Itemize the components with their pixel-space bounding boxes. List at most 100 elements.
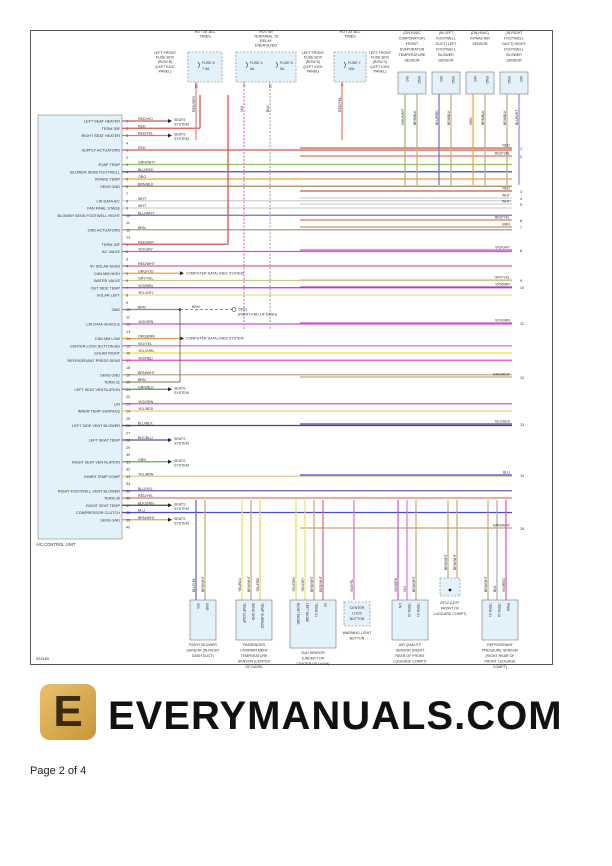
wire-label: GRN [138, 458, 146, 462]
bottom-wire-label: BRN/WHT [453, 554, 457, 570]
top-sensor-label: (IN LEFT [439, 31, 454, 35]
wire-label: RED/YEL [138, 494, 153, 498]
top-sensor-box [499, 71, 529, 95]
bottom-wire-label: VIO/GRN [394, 577, 398, 592]
pin-number: 9 [126, 301, 128, 305]
right-connector-number: 11 [520, 322, 524, 326]
top-sensor-label: FOOTWELL [504, 48, 524, 52]
pin-label: EVAP TEMP [99, 163, 121, 167]
component-pin-label: TEMP COMP [242, 603, 246, 624]
right-connector-number: 10 [520, 286, 524, 290]
bottom-wire-label: VIO/YEL [350, 579, 354, 592]
pin-number: 15 [126, 344, 130, 348]
sensor-pin-label: SIG [405, 76, 409, 82]
arrow-icon [168, 517, 172, 522]
pin-label: BLOWER SENS FOOTWELL [70, 170, 120, 174]
data-lines-label: COMPUTER DATA LINES SYSTEM [186, 337, 244, 341]
top-sensor-label: FOOTWELL [504, 37, 524, 41]
pin-number: 20 [126, 381, 130, 385]
pin-number: 16 [126, 352, 130, 356]
pin-label: INNER TEMP COMP [84, 475, 120, 479]
bottom-component-label: DASH DUCT) [192, 654, 214, 658]
wire-label: BRN [138, 378, 146, 382]
pin-number: 1 [126, 120, 128, 124]
pin-number: 11 [126, 221, 130, 225]
arrow-icon [180, 336, 184, 341]
right-wire-label: BRN [502, 223, 510, 227]
wire-label: ORG/BRN [138, 335, 155, 339]
top-sensor-label: SENSOR [404, 59, 420, 63]
pin-number: 7 [126, 192, 128, 196]
fuse-box-label: (ROW C) [373, 60, 388, 64]
pin-number: 18 [126, 366, 130, 370]
seats-system-label: SEATS [174, 459, 186, 463]
fuse-box-label: FUSE BOX [156, 56, 175, 60]
pin-label: SENS GND [100, 185, 120, 189]
bottom-component-label: LUGGAGE COMPT) [434, 612, 467, 616]
arrow-icon [180, 271, 184, 276]
pin-number: 2 [126, 127, 128, 131]
bottom-component-label: COMPT) [493, 665, 507, 669]
component-pin-label: TERM 15 [497, 603, 501, 617]
pin-label: LEFT SIDE VENT BLOWER [72, 424, 120, 428]
bottom-wire-label: BRN/WHT [412, 576, 416, 592]
pin-number: 32 [126, 468, 130, 472]
bottom-component-label: (UNDER TOP [302, 657, 325, 661]
bottom-wire-label: BRN/WHT [310, 576, 314, 592]
component-pin-label: LEFT DIODE [305, 603, 309, 623]
pin-label: OUT SIDE TEMP [91, 286, 121, 290]
pin-number: 27 [126, 431, 130, 435]
bottom-component-label: CENTER OF DASH) [297, 662, 330, 666]
component-pin-label: SIG [196, 603, 200, 609]
wire-label: VIO/GRN [138, 400, 154, 404]
pin-label: RIGHT SEAT HEATER [81, 134, 120, 138]
top-sensor-label: FRONT [406, 42, 419, 46]
right-connector-number: 7 [520, 226, 522, 230]
ground-icon [231, 307, 237, 312]
bottom-component-label: RIGHT BLOWER [189, 643, 217, 647]
wire-label: BLU/BLK [138, 422, 153, 426]
watermark-logo: E [40, 684, 96, 740]
wire-label: RED [138, 124, 146, 128]
top-sensor-label: (ON HVAC) [471, 31, 490, 35]
pin-number: 35 [126, 489, 130, 493]
bottom-wire-label: BRN/WHT [201, 576, 205, 592]
wire-label: YEL/BRN [138, 472, 154, 476]
right-connector-number: 14 [520, 474, 524, 478]
bottom-component-label: (RIGHT REAR OF [485, 654, 515, 658]
bottom-component-label: PRESSURE SENSOR [482, 649, 518, 653]
right-connector-number: 1 [520, 147, 522, 151]
pin-label: WATER VALVE [94, 279, 120, 283]
right-connector-number: 4 [520, 197, 522, 201]
wire-label: YEL/GRN [138, 349, 154, 353]
right-wire-label: BLU/BLK [495, 420, 510, 424]
pin-number: 39 [126, 518, 130, 522]
wire-label: BRN/WHT [138, 371, 156, 375]
data-lines-label: COMPUTER DATA LINES SYSTEM [186, 271, 244, 275]
pin-number: 10 [126, 308, 130, 312]
pin-label: LEFT SEAT VENTILATION [74, 388, 120, 392]
sensor-pin-label: SIG [519, 76, 523, 82]
component-pin-label: TERM 31 [314, 603, 318, 617]
pin-label: FAN FINAL STAGE [87, 207, 120, 211]
pin-number: 9 [126, 207, 128, 211]
top-sensor-box [431, 71, 461, 95]
fuse-rating: 5A [250, 67, 255, 71]
pin-label: TERM 30 [104, 497, 120, 501]
bottom-wire-label: BLU/YEL [192, 578, 196, 592]
pin-label: INNER TEMP SURFACE [78, 410, 121, 414]
wire-label: RED/WHT [138, 262, 156, 266]
fuse-header: TIMES [199, 35, 211, 39]
pin-label: REFRIGERANT PRESS SENS [68, 359, 121, 363]
bottom-component-label: SENSOR (IN RIGHT [186, 649, 220, 653]
wire-label: BLU/RED [138, 168, 154, 172]
sensor-wire-label: BLU/RED [435, 110, 439, 125]
right-connector-number: 3 [520, 190, 522, 194]
right-connector-number: 6 [520, 219, 522, 223]
center-lock-button-label: CENTER [350, 606, 365, 610]
bottom-wire-label: YEL/GRY [301, 577, 305, 592]
wire-label: VIO/BRN [138, 284, 153, 288]
pin-number: 31 [126, 460, 130, 464]
top-sensor-label: BLOWER [506, 53, 522, 57]
pin-label: GND [112, 308, 121, 312]
